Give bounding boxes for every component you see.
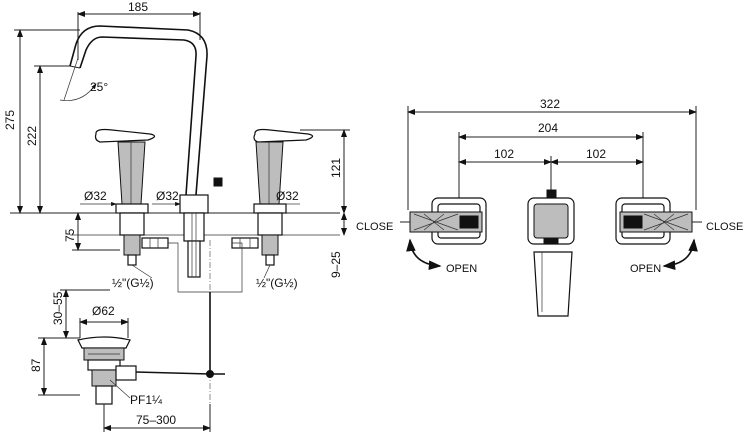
left-handle [94, 128, 156, 214]
label-close-right: CLOSE [706, 221, 743, 233]
spout-inner [79, 36, 197, 196]
top-left-handle [400, 197, 487, 245]
right-handle [253, 128, 314, 214]
dim-dia-mid: Ø32 [156, 189, 179, 203]
dim-spout-reach: 185 [128, 0, 148, 14]
dim-deck-thickness: 9–25 [329, 251, 343, 278]
drain-view: 30–55 Ø62 87 PF1¼ 75–300 [29, 289, 225, 432]
arrow-rotate-right [662, 238, 698, 270]
dim-spout-height: 222 [25, 126, 39, 146]
dim-angle: 25° [90, 80, 108, 94]
top-spout [527, 189, 575, 317]
dim-handle-spacing: 204 [538, 121, 558, 135]
drain-body [77, 336, 137, 405]
label-open-left: OPEN [446, 263, 477, 275]
dim-half-left: 102 [494, 147, 514, 161]
dim-dia-right: Ø32 [276, 189, 299, 203]
spout-base [179, 194, 209, 214]
dim-waste-dia: Ø62 [92, 304, 115, 318]
label-open-right: OPEN [630, 263, 661, 275]
dim-overall: 322 [540, 97, 560, 111]
left-valve-body [119, 212, 169, 266]
label-close-left: CLOSE [356, 221, 393, 233]
popup-knob [213, 177, 223, 187]
dim-half-right: 102 [586, 147, 606, 161]
dim-body-height: 121 [329, 158, 343, 178]
dim-rod-length: 75–300 [136, 413, 176, 427]
spout-shank [183, 212, 205, 278]
dim-total-height: 275 [3, 110, 17, 130]
thread-right: ½"(G½) [256, 276, 298, 290]
dim-adjust: 30–55 [51, 291, 65, 325]
thread-left: ½"(G½) [112, 276, 154, 290]
top-right-handle [615, 197, 702, 245]
hose-outline [168, 242, 243, 293]
arrow-rotate-left [406, 238, 442, 270]
top-plan-view: 322 204 102 102 [356, 97, 743, 317]
rod-clip [206, 370, 214, 378]
dim-below-deck: 75 [63, 228, 77, 242]
dim-drain-height: 87 [29, 358, 43, 372]
thread-drain: PF1¼ [130, 393, 163, 407]
spout-outer [69, 25, 208, 196]
angle-arc [59, 83, 97, 101]
right-valve-body [231, 212, 283, 266]
side-elevation-view: 185 275 222 25° 121 [3, 0, 350, 420]
dim-dia-left: Ø32 [84, 189, 107, 203]
